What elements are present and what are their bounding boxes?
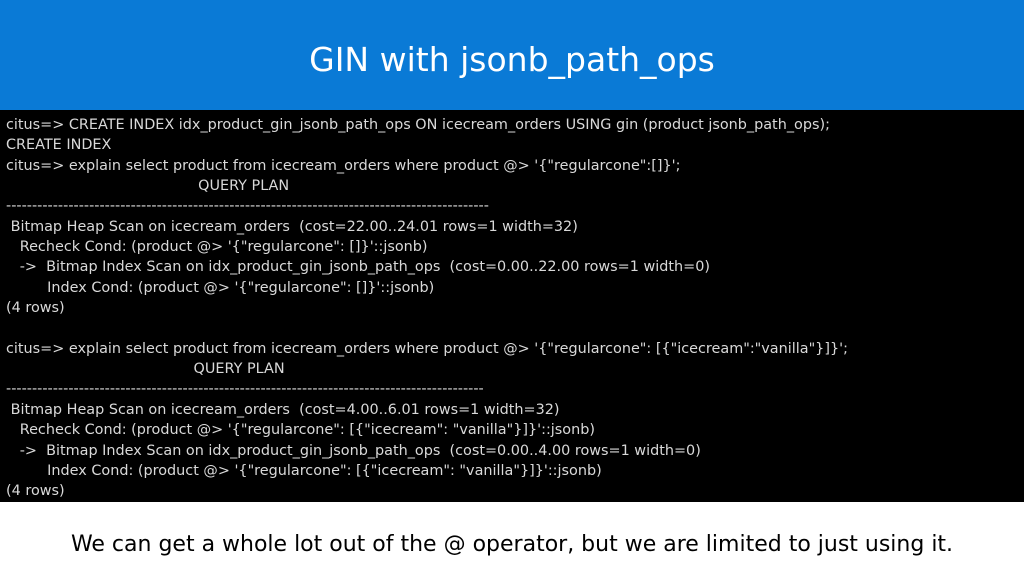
terminal-line: QUERY PLAN (6, 178, 290, 195)
terminal-line: -> Bitmap Index Scan on idx_product_gin_… (6, 442, 701, 459)
terminal-line: (4 rows) (6, 483, 65, 500)
slide-title: GIN with jsonb_path_ops (309, 40, 715, 79)
terminal-line: Bitmap Heap Scan on icecream_orders (cos… (6, 218, 578, 235)
terminal-window: citus=> CREATE INDEX idx_product_gin_jso… (0, 110, 1024, 502)
terminal-line: ----------------------------------------… (6, 381, 484, 398)
terminal-line: ----------------------------------------… (6, 198, 489, 215)
terminal-line: Index Cond: (product @> '{"regularcone":… (6, 462, 602, 479)
terminal-line: -> Bitmap Index Scan on idx_product_gin_… (6, 259, 710, 276)
terminal-line: citus=> explain select product from icec… (6, 157, 681, 174)
title-bar: GIN with jsonb_path_ops (0, 0, 1024, 110)
slide-caption: We can get a whole lot out of the @ oper… (70, 532, 954, 557)
terminal-line: Recheck Cond: (product @> '{"regularcone… (6, 422, 595, 439)
terminal-output: citus=> CREATE INDEX idx_product_gin_jso… (6, 115, 848, 502)
terminal-line (6, 318, 848, 338)
terminal-line: QUERY PLAN (6, 361, 285, 378)
terminal-line: CREATE INDEX (6, 137, 112, 154)
terminal-line: (4 rows) (6, 300, 65, 317)
terminal-line: citus=> CREATE INDEX idx_product_gin_jso… (6, 117, 830, 133)
terminal-line: Bitmap Heap Scan on icecream_orders (cos… (6, 401, 560, 418)
terminal-line: Recheck Cond: (product @> '{"regularcone… (6, 239, 428, 256)
terminal-line: citus=> explain select product from icec… (6, 340, 848, 357)
terminal-line: Index Cond: (product @> '{"regularcone":… (6, 279, 435, 296)
